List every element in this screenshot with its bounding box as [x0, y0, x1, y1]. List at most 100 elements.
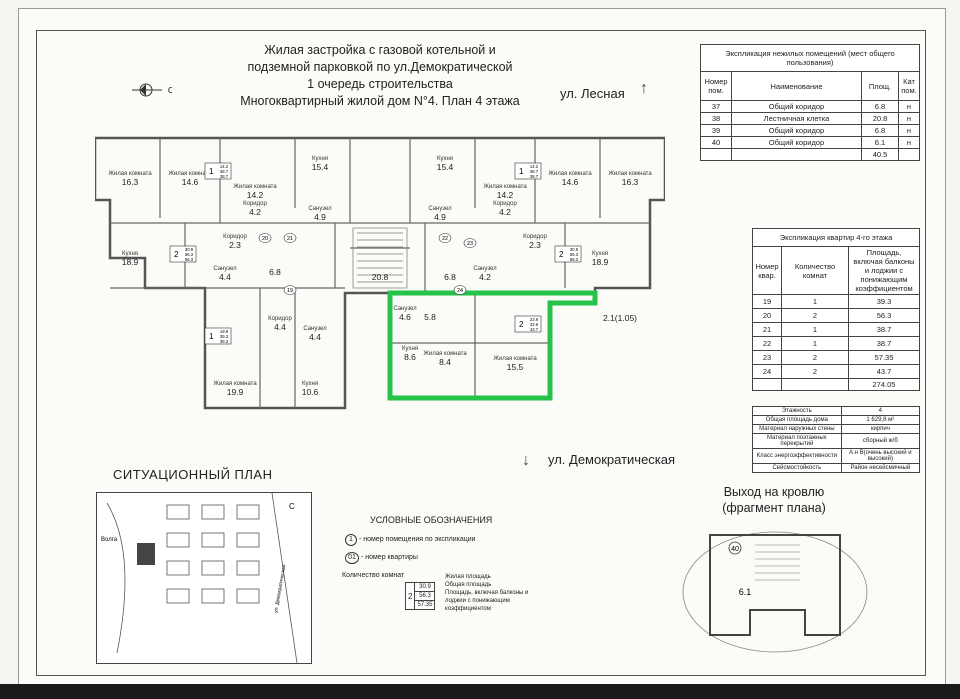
compass-icon: С — [132, 83, 172, 97]
room-area: 2.3 — [529, 240, 541, 250]
apartment-box-value: 30.9 — [570, 247, 579, 252]
table-cell: Общая площадь дома — [752, 415, 842, 425]
room-name: Жилая комната — [168, 171, 212, 177]
table-cell: Общий коридор — [731, 136, 862, 149]
legend-apartment-text: - номер квартиры — [360, 554, 418, 561]
apartment-box: 230.956.356.3 — [554, 245, 582, 263]
room-name: Кухня — [592, 251, 608, 257]
apartment-box-value: 56.3 — [570, 252, 579, 257]
apartment-box-value: 39.3 — [220, 334, 229, 339]
common-header-number: Номер пом. — [700, 71, 732, 101]
legend-title: УСЛОВНЫЕ ОБОЗНАЧЕНИЯ — [370, 515, 493, 525]
room-name: Санузел — [473, 266, 497, 272]
legend-rooms-label: Количество комнат — [342, 572, 405, 579]
room-area: 14.2 — [247, 190, 264, 200]
table-cell: Материал наружных стены — [752, 424, 842, 434]
apartment-box: 114.238.738.7 — [204, 162, 232, 180]
stairwell — [352, 227, 408, 289]
apartment-marker-circle — [283, 285, 297, 295]
situation-label-river: Волга — [101, 537, 118, 543]
apartment-marker-number: 21 — [287, 236, 293, 242]
table-cell: 6.8 — [861, 100, 899, 113]
title-line-3: 1 очередь строительства — [307, 77, 453, 91]
apartment-box-value: 23.9 — [530, 317, 539, 322]
room-name: Коридор — [493, 201, 517, 207]
room-area: 20.8 — [372, 272, 389, 282]
legend-apartment-symbol: 01 — [345, 552, 359, 564]
room-name: Коридор — [523, 234, 547, 240]
apartment-box: 223.942.643.7 — [514, 315, 542, 333]
table-cell: 43.7 — [848, 364, 920, 379]
room-name: Кухня — [122, 251, 138, 257]
apartment-box-value: 14.2 — [530, 164, 539, 169]
room-area: 15.4 — [312, 162, 329, 172]
apartment-box-value: 38.7 — [220, 169, 229, 174]
apartment-marker-circle — [463, 238, 477, 248]
room: 5.8 — [424, 312, 436, 322]
common-areas-table: Экспликация нежилых помещений (мест обще… — [700, 44, 920, 161]
legend-room-symbol: 1 — [345, 534, 357, 546]
apt-table-caption: Экспликация квартир 4-го этажа — [752, 228, 920, 247]
plan-partitions — [110, 138, 650, 408]
common-table-caption: Экспликация нежилых помещений (мест обще… — [700, 44, 920, 72]
table-cell: кирпич — [840, 424, 921, 434]
table-cell: 39.3 — [848, 294, 920, 309]
street-bottom-label: ул. Демократическая — [548, 452, 676, 467]
table-cell: 40 — [700, 136, 732, 149]
apartment-box-frame — [554, 245, 582, 263]
situation-label-street: ул. Демократическая — [273, 564, 287, 613]
apartment-box: 119.939.339.3 — [204, 327, 232, 345]
room-name: Кухня — [312, 156, 328, 162]
apartment-marker: 19 — [283, 285, 297, 295]
room-area: 2.3 — [229, 240, 241, 250]
table-cell: Материал поэтажных перекрытий — [752, 433, 842, 449]
apartment-box-value: 38.7 — [220, 174, 229, 179]
room-name: Санузел — [428, 206, 452, 212]
roof-area: 6.1 — [739, 587, 752, 597]
room-name: Жилая комната — [608, 171, 652, 177]
apartment-box-rooms: 1 — [209, 332, 214, 341]
room-name: Жилая комната — [233, 184, 277, 190]
apartment-marker-circle — [283, 233, 297, 243]
apartment-box-value: 39.3 — [220, 339, 229, 344]
room-name: Санузел — [393, 306, 417, 312]
table-cell: Сейсмостойкость — [752, 463, 842, 473]
table-cell: 24 — [752, 364, 782, 379]
room-name: Жилая комната — [483, 184, 527, 190]
situation-map: Волга ул. Демократическая С — [101, 492, 298, 664]
room: 20.8 — [372, 272, 389, 282]
title-line-2: подземной парковкой по ул.Демократическо… — [247, 60, 513, 74]
room-name: Жилая комната — [213, 381, 257, 387]
table-cell: 19 — [752, 294, 782, 309]
room-name: Санузел — [308, 206, 332, 212]
room-name: Коридор — [223, 234, 247, 240]
legend-box-rooms: 2 — [404, 582, 416, 610]
room-name: Кухня — [402, 346, 418, 352]
title-line-1: Жилая застройка с газовой котельной и — [264, 43, 496, 57]
room-area: 14.2 — [497, 190, 514, 200]
table-cell: 1 — [781, 336, 849, 351]
roof-exit-title: Выход на кровлю (фрагмент плана) — [700, 484, 848, 516]
room-area: 14.6 — [562, 177, 579, 187]
table-cell: 20 — [752, 308, 782, 323]
table-cell: 39 — [700, 124, 732, 137]
room-area: 4.4 — [309, 332, 321, 342]
situation-compass-letter: С — [289, 502, 295, 511]
table-cell: Общий коридор — [731, 100, 862, 113]
apartment-box-value: 30.9 — [185, 247, 194, 252]
legend-item-apartment: 01 - номер квартиры — [345, 552, 418, 564]
table-cell: А:н В(очень высокий и высокий) — [840, 448, 921, 464]
